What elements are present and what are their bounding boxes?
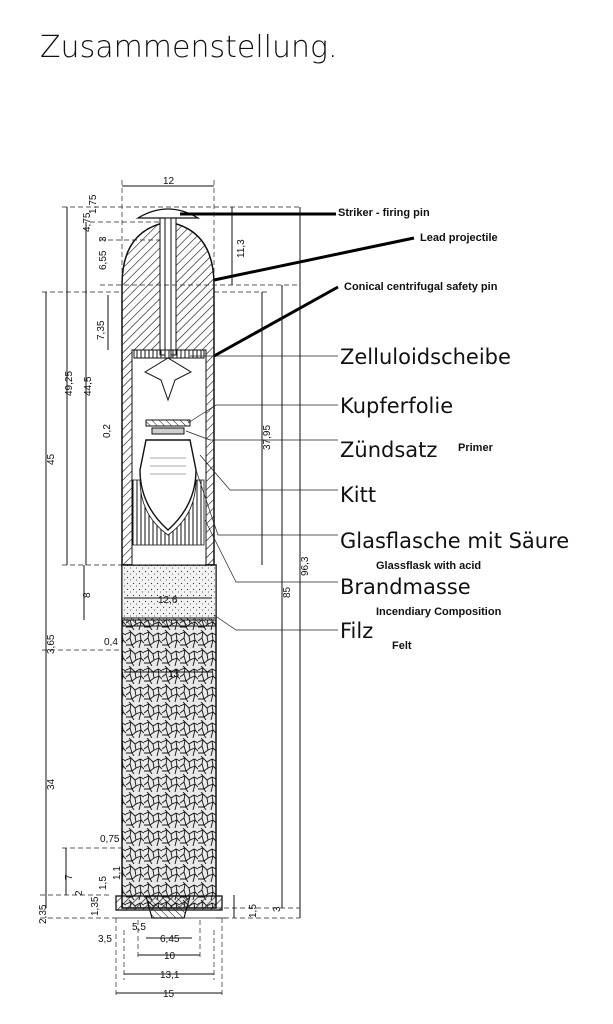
label-primer: Primer bbox=[458, 442, 494, 454]
primer bbox=[151, 427, 185, 435]
celluloid-disk bbox=[133, 349, 205, 359]
striker-head bbox=[135, 208, 201, 219]
dim-3-bottom: 3 bbox=[272, 906, 283, 912]
dim-10: 10 bbox=[164, 951, 176, 962]
dim-2-35: 2,35 bbox=[38, 904, 49, 924]
firing-pin bbox=[164, 217, 172, 359]
label-zelluloidscheibe: Zelluloidscheibe bbox=[340, 345, 511, 369]
diagram-title: Zusammenstellung. bbox=[40, 30, 338, 65]
callout-line-lead bbox=[213, 236, 415, 282]
dim-15: 15 bbox=[163, 989, 175, 1000]
dim-1-75: 1,75 bbox=[88, 194, 99, 214]
dim-13-1: 13,1 bbox=[160, 970, 180, 981]
dim-11-3: 11,3 bbox=[236, 239, 247, 258]
leader-brand bbox=[204, 519, 338, 583]
label-striker: Striker - firing pin bbox=[338, 207, 430, 219]
dim-49-25: 49,25 bbox=[64, 371, 75, 396]
dim-12: 12 bbox=[163, 176, 175, 187]
label-incendiary: Incendiary Composition bbox=[376, 606, 502, 618]
dim-34: 34 bbox=[46, 778, 57, 790]
dim-1-35: 1,35 bbox=[90, 896, 101, 916]
label-filz: Filz bbox=[340, 619, 373, 643]
dim-44-5: 44,5 bbox=[83, 376, 94, 396]
dim-0-2: 0,2 bbox=[102, 424, 113, 438]
dim-0-4: 0,4 bbox=[104, 637, 118, 648]
callout-line-conical bbox=[213, 285, 339, 358]
dim-5-5: 5,5 bbox=[132, 922, 146, 933]
dim-3-5: 3,5 bbox=[98, 934, 112, 945]
putty bbox=[131, 479, 205, 546]
dim-7: 7 bbox=[64, 874, 75, 880]
leader-zuend bbox=[185, 430, 338, 441]
leader-glas bbox=[195, 469, 338, 536]
leader-kitt bbox=[199, 454, 338, 491]
incendiary-composition-area bbox=[121, 564, 217, 621]
copper-foil bbox=[145, 419, 191, 427]
dim-13: 13 bbox=[168, 669, 180, 680]
label-brandmasse: Brandmasse bbox=[340, 575, 471, 599]
dim-1-1: 1,1 bbox=[112, 866, 123, 880]
dim-0-75: 0,75 bbox=[100, 834, 120, 845]
dim-1-5-a: 1,5 bbox=[98, 876, 109, 890]
dim-85: 85 bbox=[282, 586, 293, 598]
conical-safety-pin bbox=[143, 357, 193, 402]
label-kitt: Kitt bbox=[340, 483, 376, 507]
acid-level bbox=[150, 457, 186, 475]
dim-45: 45 bbox=[46, 453, 57, 465]
dim-4-75: 4,75 bbox=[82, 212, 93, 232]
dim-8: 8 bbox=[82, 592, 93, 598]
leader-kupfer bbox=[187, 404, 338, 424]
dim-12-6: 12,6 bbox=[158, 595, 178, 606]
dim-6-45: 6,45 bbox=[160, 934, 180, 945]
base-insert bbox=[145, 895, 191, 919]
dim-1-5-b: 1,5 bbox=[248, 904, 259, 918]
leader-filz bbox=[213, 614, 338, 631]
label-glassflask: Glassflask with acid bbox=[376, 560, 481, 572]
dim-2: 2 bbox=[74, 890, 85, 896]
glass-flask bbox=[139, 439, 197, 531]
label-conical-pin: Conical centrifugal safety pin bbox=[344, 281, 498, 293]
dim-6-55: 6,55 bbox=[98, 250, 109, 270]
dim-96-3: 96,3 bbox=[300, 556, 311, 576]
dim-7-35: 7,35 bbox=[96, 320, 107, 340]
label-felt: Felt bbox=[392, 640, 412, 652]
dim-37-95: 37,95 bbox=[262, 425, 273, 450]
dim-3-65: 3,65 bbox=[46, 634, 57, 654]
label-zuendsatz: Zündsatz bbox=[340, 438, 437, 462]
dim-3-top: 3 bbox=[98, 236, 109, 242]
label-lead-projectile: Lead projectile bbox=[420, 232, 498, 244]
label-kupferfolie: Kupferfolie bbox=[340, 394, 453, 418]
felt-layer bbox=[121, 617, 217, 627]
label-glasflasche: Glasflasche mit Säure bbox=[340, 529, 569, 553]
